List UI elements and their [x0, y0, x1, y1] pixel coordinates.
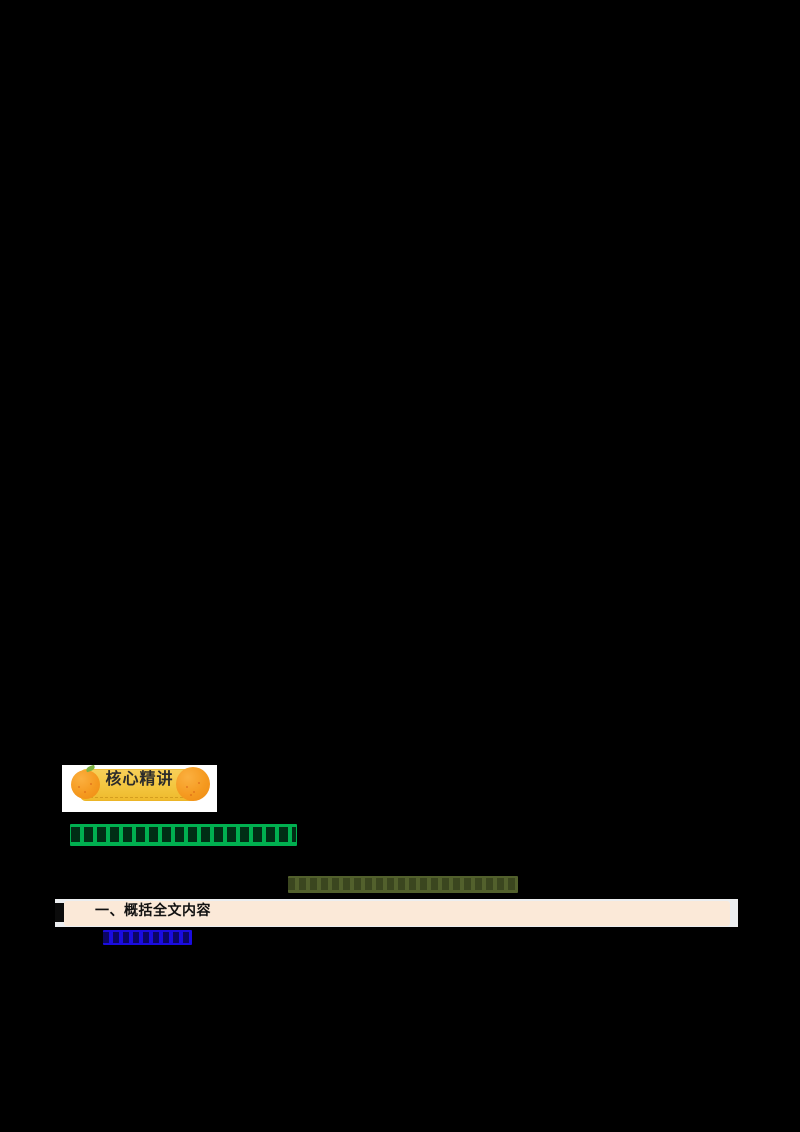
- orange-fruit-icon-right: [176, 767, 210, 801]
- redacted-text: [103, 930, 192, 945]
- fruit-speck: [78, 786, 80, 788]
- fruit-speck: [193, 791, 195, 793]
- redacted-text: [70, 824, 297, 846]
- sub-item-text-line: [103, 930, 192, 945]
- heading-marker: [55, 903, 64, 922]
- orange-fruit-icon-left: [71, 764, 100, 799]
- highlighted-text-line: [70, 824, 297, 846]
- badge-label: 核心精讲: [105, 771, 174, 788]
- section-heading-bar: 一、概括全文内容: [55, 899, 738, 927]
- core-lecture-badge: 核心精讲: [62, 764, 217, 812]
- fruit-speck: [90, 783, 92, 785]
- section-heading-title: 一、概括全文内容: [95, 904, 211, 919]
- centered-subtitle-line: [288, 876, 518, 893]
- redacted-text: [288, 876, 518, 893]
- fruit-speck: [198, 782, 200, 784]
- fruit-speck: [190, 794, 192, 796]
- fruit-speck: [186, 786, 188, 788]
- heading-bar-background: [64, 901, 730, 926]
- fruit-speck: [84, 791, 86, 793]
